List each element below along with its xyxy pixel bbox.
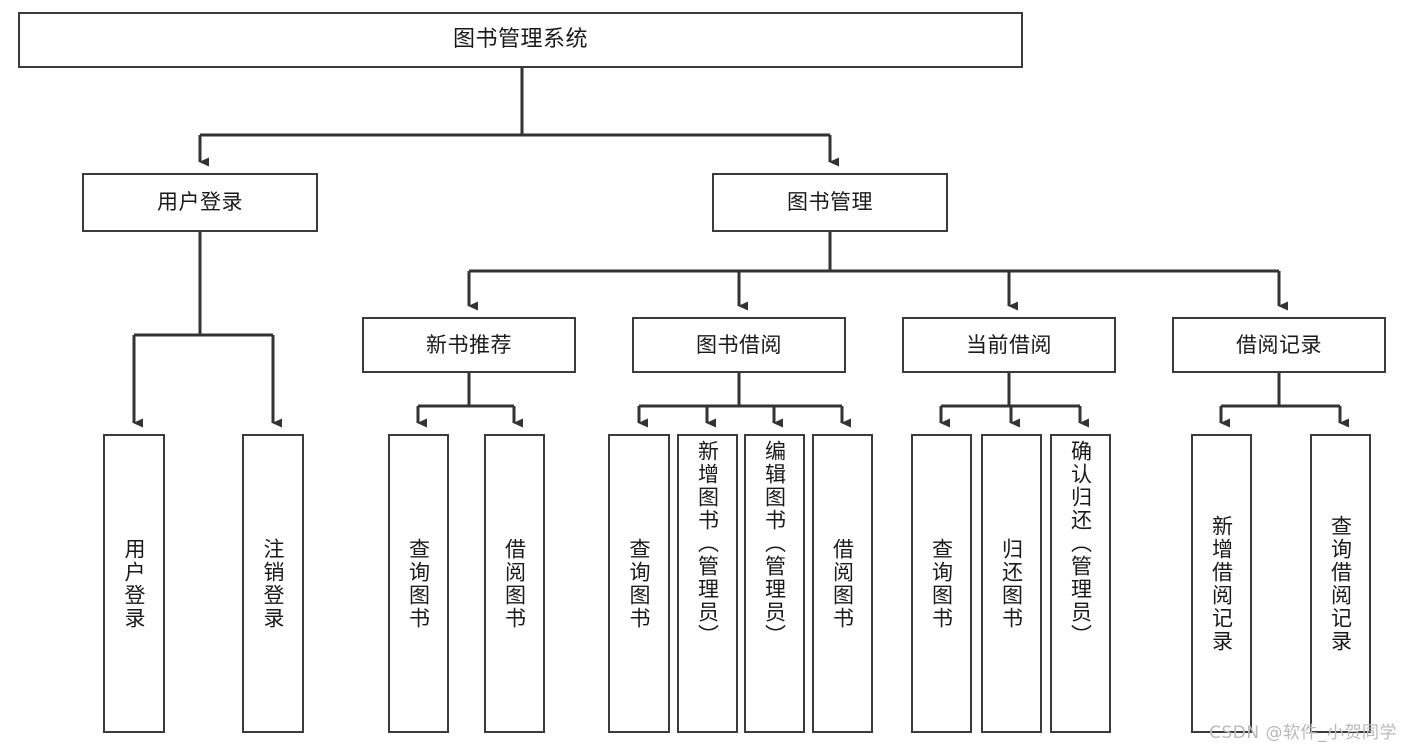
node-label-leaf-add-borrow-record: 新增借阅记录 xyxy=(1209,514,1234,653)
node-leaf-user-login[interactable]: 用户登录 xyxy=(103,434,165,733)
node-leaf-query-book-recommend[interactable]: 查询图书 xyxy=(388,434,449,733)
node-leaf-borrow-book-recommend[interactable]: 借阅图书 xyxy=(484,434,545,733)
node-book-borrow[interactable]: 图书借阅 xyxy=(632,317,846,373)
node-borrow-record[interactable]: 借阅记录 xyxy=(1172,317,1386,373)
node-leaf-confirm-return-admin[interactable]: 确认归还（管理员） xyxy=(1050,434,1111,733)
node-label-leaf-query-book-current: 查询图书 xyxy=(929,537,954,630)
node-leaf-edit-book-admin[interactable]: 编辑图书（管理员） xyxy=(744,434,805,733)
node-label-book-management: 图书管理 xyxy=(787,190,873,215)
node-book-management[interactable]: 图书管理 xyxy=(712,173,948,232)
node-label-leaf-query-borrow-record: 查询借阅记录 xyxy=(1328,514,1353,653)
node-label-current-borrow: 当前借阅 xyxy=(966,332,1052,357)
node-label-leaf-borrow-book-recommend: 借阅图书 xyxy=(502,537,527,630)
node-current-borrow[interactable]: 当前借阅 xyxy=(902,317,1116,373)
node-leaf-query-borrow-record[interactable]: 查询借阅记录 xyxy=(1310,434,1371,733)
node-label-book-borrow: 图书借阅 xyxy=(696,332,782,357)
node-label-leaf-borrow-book: 借阅图书 xyxy=(830,537,855,630)
node-leaf-add-borrow-record[interactable]: 新增借阅记录 xyxy=(1191,434,1252,733)
watermark-text: CSDN @软件_小贺同学 xyxy=(1209,723,1397,743)
node-label-leaf-return-book: 归还图书 xyxy=(999,537,1024,630)
node-leaf-query-book-borrow[interactable]: 查询图书 xyxy=(608,434,670,733)
node-new-book-recommend[interactable]: 新书推荐 xyxy=(362,317,576,373)
node-leaf-add-book-admin[interactable]: 新增图书（管理员） xyxy=(677,434,738,733)
node-label-borrow-record: 借阅记录 xyxy=(1236,332,1322,357)
node-label-user-login: 用户登录 xyxy=(157,190,243,215)
node-leaf-query-book-current[interactable]: 查询图书 xyxy=(911,434,972,733)
node-label-new-book-recommend: 新书推荐 xyxy=(426,332,512,357)
node-user-login[interactable]: 用户登录 xyxy=(82,173,318,232)
node-leaf-logout-login[interactable]: 注销登录 xyxy=(242,434,304,733)
node-label-leaf-user-login: 用户登录 xyxy=(122,537,147,630)
node-label-leaf-edit-book-admin: 编辑图书（管理员） xyxy=(762,440,787,647)
node-label-leaf-add-book-admin: 新增图书（管理员） xyxy=(695,440,720,647)
node-label-leaf-confirm-return-admin: 确认归还（管理员） xyxy=(1068,440,1093,647)
node-label-leaf-logout-login: 注销登录 xyxy=(261,537,286,630)
node-label-leaf-query-book-recommend: 查询图书 xyxy=(406,537,431,630)
node-leaf-borrow-book[interactable]: 借阅图书 xyxy=(812,434,873,733)
node-label-root: 图书管理系统 xyxy=(452,27,588,53)
node-leaf-return-book[interactable]: 归还图书 xyxy=(981,434,1042,733)
node-root[interactable]: 图书管理系统 xyxy=(18,12,1023,68)
node-label-leaf-query-book-borrow: 查询图书 xyxy=(627,537,652,630)
